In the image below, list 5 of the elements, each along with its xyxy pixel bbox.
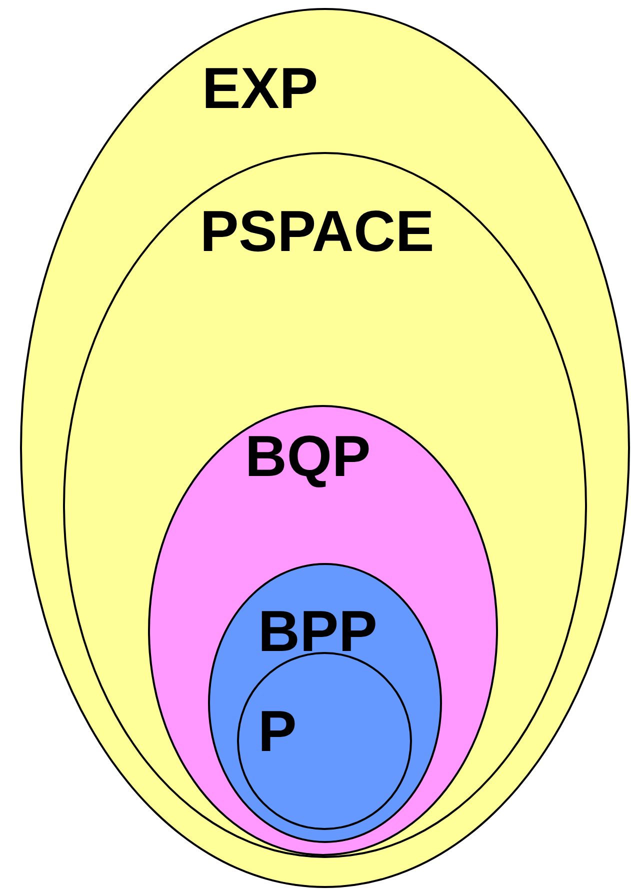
set-label: BPP [258, 603, 378, 661]
set-label: P [258, 703, 297, 761]
set-label: EXP [202, 60, 318, 118]
set-label: BQP [245, 428, 371, 486]
set-label: PSPACE [200, 203, 434, 261]
